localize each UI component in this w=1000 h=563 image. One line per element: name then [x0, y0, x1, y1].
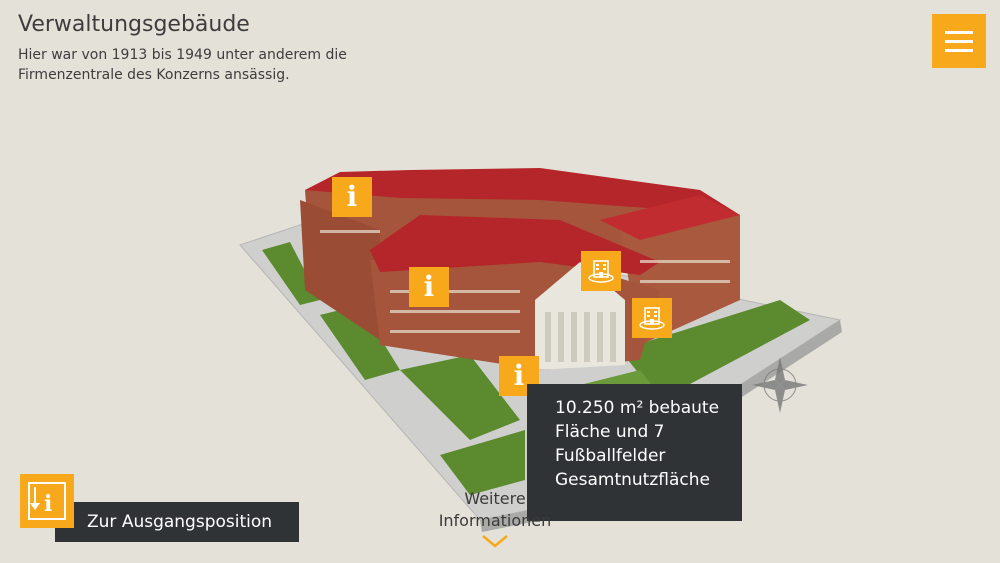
menu-button[interactable]	[932, 14, 986, 68]
building-wing	[300, 200, 380, 340]
info-hotspot[interactable]: i	[332, 177, 372, 217]
reset-position-button[interactable]: Zur Ausgangsposition	[55, 502, 299, 542]
building-rotate-icon	[588, 260, 614, 283]
compass-rose	[752, 357, 808, 413]
info-hotspot[interactable]: i	[409, 267, 449, 307]
building-rotate-hotspot[interactable]	[581, 251, 621, 291]
info-icon: i	[423, 270, 435, 303]
page-subtitle: Hier war von 1913 bis 1949 unter anderem…	[18, 47, 347, 83]
building-rotate-icon	[639, 307, 665, 330]
info-popup: 10.250 m² bebaute Fläche und 7 Fußballfe…	[527, 384, 742, 521]
lawn	[400, 355, 520, 440]
more-info-label: Informationen	[438, 511, 552, 530]
roof	[305, 168, 740, 215]
lawn	[320, 305, 400, 380]
roof	[600, 195, 740, 240]
reset-position-icon-button[interactable]: i	[20, 474, 74, 528]
building-rotate-hotspot[interactable]	[632, 298, 672, 338]
info-icon: i	[346, 180, 358, 213]
more-info-label: Weitere	[464, 489, 526, 508]
hamburger-menu-icon	[945, 30, 973, 34]
info-icon: i	[513, 359, 525, 392]
page-title: Verwaltungsgebäude	[18, 12, 250, 37]
reset-position-label: Zur Ausgangsposition	[87, 512, 273, 532]
page-header: Verwaltungsgebäude Hier war von 1913 bis…	[18, 12, 348, 85]
info-popup-text: 10.250 m² bebaute Fläche und 7 Fußballfe…	[555, 398, 720, 490]
chevron-down-icon	[482, 535, 508, 548]
lawn	[440, 430, 525, 495]
svg-text:i: i	[44, 491, 52, 517]
more-info-link[interactable]: Weitere Informationen	[430, 488, 560, 548]
lawn	[620, 300, 810, 400]
reset-position-icon: i	[28, 482, 66, 520]
